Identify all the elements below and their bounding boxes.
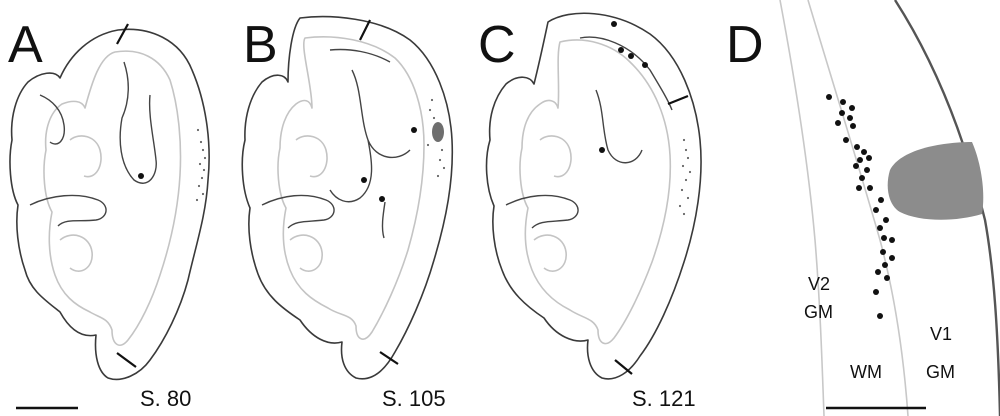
gray-white-boundary-v2 bbox=[808, 0, 908, 416]
labeled-cell bbox=[881, 235, 887, 241]
labeled-cell bbox=[599, 147, 605, 153]
injection-stipple-b bbox=[427, 99, 445, 177]
labeled-cell bbox=[840, 99, 846, 105]
labeled-cell bbox=[864, 167, 870, 173]
labeled-cell bbox=[854, 144, 860, 150]
white-matter-inner-b bbox=[290, 136, 327, 271]
labeled-cell bbox=[853, 163, 859, 169]
sulcus-a-3 bbox=[40, 95, 64, 144]
panel-c: C bbox=[478, 13, 701, 379]
labeled-cell bbox=[877, 313, 883, 319]
labeled-cell bbox=[866, 155, 872, 161]
labeled-cells-d bbox=[826, 94, 895, 319]
labeled-cell bbox=[850, 123, 856, 129]
slice-label-c: S. 121 bbox=[632, 386, 696, 411]
injection-site bbox=[888, 142, 984, 220]
labeled-cell bbox=[835, 120, 841, 126]
labeled-cell bbox=[880, 249, 886, 255]
sulcus-b-2 bbox=[330, 70, 410, 202]
panel-letter-d: D bbox=[726, 16, 764, 74]
border-marker-c-side bbox=[668, 96, 688, 104]
labeled-cell bbox=[889, 237, 895, 243]
labeled-cell bbox=[849, 105, 855, 111]
panel-b: B bbox=[242, 16, 452, 379]
labeled-cell bbox=[861, 149, 867, 155]
white-matter-boundary-a bbox=[44, 51, 181, 345]
slice-label-a: S. 80 bbox=[140, 386, 191, 411]
panel-letter-a: A bbox=[8, 16, 43, 74]
labeled-cell bbox=[889, 255, 895, 261]
sulcus-b-3 bbox=[262, 195, 334, 228]
white-matter-boundary-b bbox=[278, 37, 424, 339]
labeled-cell bbox=[618, 47, 624, 53]
labeled-cell bbox=[379, 196, 385, 202]
labeled-cell bbox=[882, 262, 888, 268]
border-marker-b-top bbox=[360, 20, 370, 40]
labeled-cell bbox=[878, 197, 884, 203]
labeled-cell bbox=[411, 127, 417, 133]
sulcus-c-1 bbox=[580, 37, 672, 110]
labeled-cell bbox=[138, 173, 144, 179]
label-wm: WM bbox=[850, 362, 882, 382]
white-matter-inner-c bbox=[534, 136, 571, 271]
pial-surface-v2 bbox=[780, 0, 824, 416]
labeled-cell bbox=[884, 275, 890, 281]
label-v1-gm: GM bbox=[926, 362, 955, 382]
sulcus-b-1 bbox=[330, 50, 390, 63]
label-v2-gm: GM bbox=[804, 302, 833, 322]
white-matter-inner-a bbox=[60, 136, 101, 271]
panel-letter-b: B bbox=[243, 16, 278, 74]
label-v2: V2 bbox=[808, 274, 830, 294]
panel-letter-c: C bbox=[478, 16, 516, 74]
labeled-cell bbox=[857, 157, 863, 163]
labeled-cell bbox=[628, 53, 634, 59]
labeled-cell bbox=[642, 62, 648, 68]
labeled-cell bbox=[867, 185, 873, 191]
section-outline-a bbox=[10, 29, 209, 379]
border-marker-c-bottom bbox=[615, 360, 632, 374]
labeled-cell bbox=[826, 94, 832, 100]
labeled-cell bbox=[856, 185, 862, 191]
labeled-cell bbox=[611, 21, 617, 27]
label-v1: V1 bbox=[930, 324, 952, 344]
injection-stipple-c bbox=[679, 139, 691, 215]
labeled-cell bbox=[877, 225, 883, 231]
labeled-cell bbox=[883, 217, 889, 223]
panel-d: D bbox=[726, 0, 1000, 416]
labeled-cell bbox=[873, 207, 879, 213]
sulcus-a-2 bbox=[30, 195, 106, 226]
sulcus-b-4 bbox=[382, 202, 385, 238]
injection-stipple-a bbox=[196, 129, 206, 201]
sulcus-c-3 bbox=[506, 195, 578, 228]
labeled-cell bbox=[847, 115, 853, 121]
panel-a: A bbox=[8, 16, 209, 379]
border-marker-a-top bbox=[117, 24, 128, 44]
labeled-cell bbox=[873, 289, 879, 295]
labeled-cell bbox=[859, 175, 865, 181]
labeled-cell bbox=[843, 137, 849, 143]
labeled-cell bbox=[875, 269, 881, 275]
border-marker-a-bottom bbox=[117, 353, 136, 367]
sulcus-a-1 bbox=[120, 62, 156, 183]
slice-label-b: S. 105 bbox=[382, 386, 446, 411]
white-matter-boundary-c bbox=[520, 40, 670, 344]
labeled-cell bbox=[361, 177, 367, 183]
labeled-cell bbox=[839, 110, 845, 116]
